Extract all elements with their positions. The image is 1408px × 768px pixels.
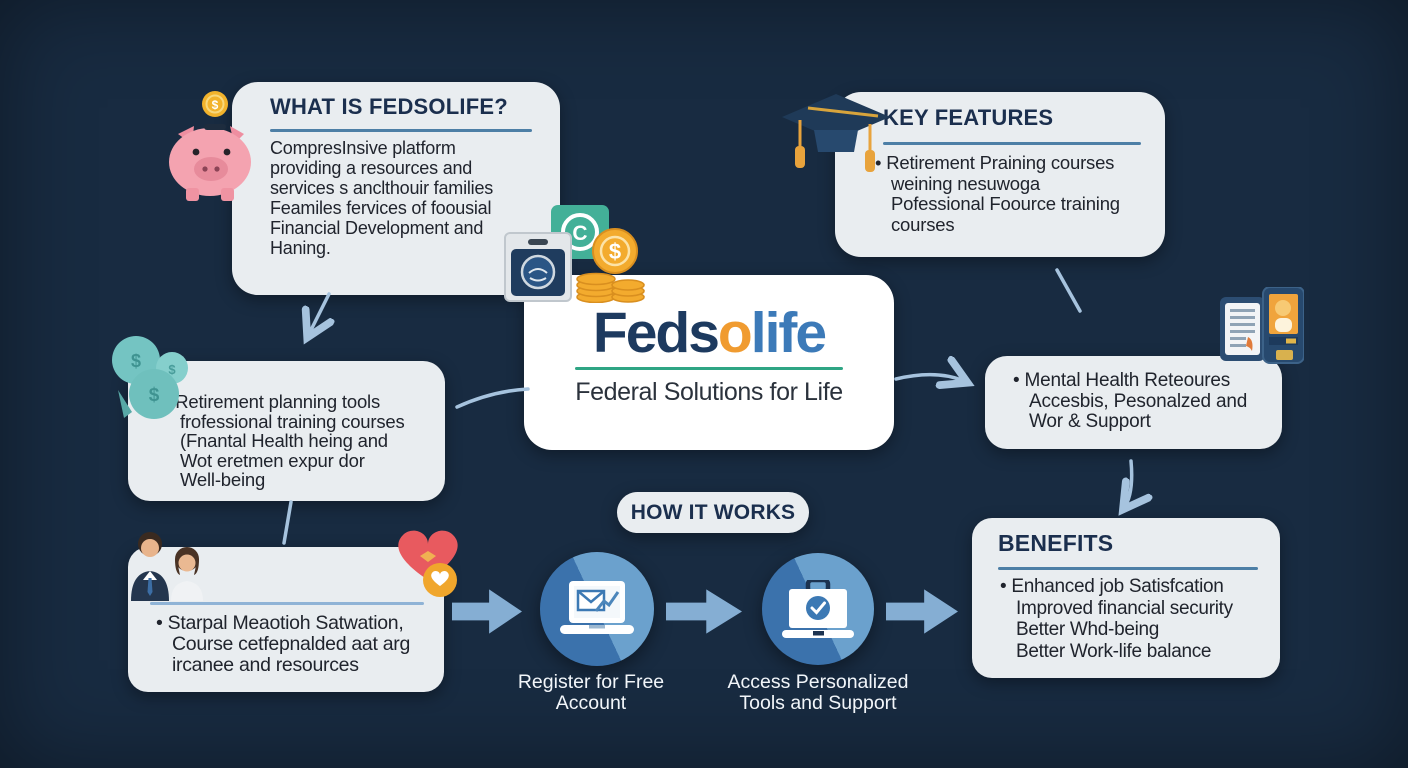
step-register-label: Register for Free Account — [517, 671, 665, 714]
key-features-box: KEY FEATURES • Retirement Praining cours… — [835, 92, 1165, 257]
benefits-underline — [998, 567, 1258, 570]
text-line: Better Work-life balance — [1016, 640, 1212, 662]
svg-text:$: $ — [168, 362, 176, 377]
step-register-circle — [540, 552, 654, 666]
step-access-circle — [762, 553, 874, 665]
piggy-bank-icon: $ — [169, 91, 251, 201]
text-line: weining nesuwoga — [891, 172, 1041, 194]
text-line: Better Whd-being — [1016, 619, 1160, 640]
text-line: Course cetfepnalded aat arg — [172, 633, 410, 655]
brand-o: o — [717, 301, 753, 365]
text-line: Pofessional Foource training — [891, 193, 1120, 214]
clipboard-phone-icon — [1220, 287, 1304, 364]
svg-text:C: C — [572, 222, 587, 245]
brand-life: life — [750, 301, 827, 365]
brand-divider — [575, 367, 843, 370]
what-box-title: WHAT IS FEDSOLIFE? — [270, 94, 508, 119]
what-is-fedsolife-box: WHAT IS FEDSOLIFE? CompresInsive platfor… — [232, 82, 560, 295]
graduation-cap-icon — [782, 94, 890, 172]
line-services-to-support — [282, 500, 293, 545]
brand-feds: Feds — [592, 301, 720, 365]
text-line: Wor & Support — [1029, 411, 1151, 432]
logo-box: Fedsolife Federal Solutions for Life — [524, 275, 894, 450]
text-line: courses — [891, 213, 955, 235]
support-resources-text: • Starpal Meaotioh Satwation,Course cetf… — [156, 613, 410, 676]
arrow-mental-to-benefits — [1124, 459, 1132, 508]
how-it-works-label: HOW IT WORKS — [630, 500, 796, 524]
text-line: providing a resources and — [270, 158, 473, 178]
text-line: (Fnantal Health heing and — [180, 430, 388, 451]
text-line: CompresInsive platform — [270, 138, 456, 158]
money-bags-icon: $ $ $ — [112, 336, 188, 419]
text-line: Well-being — [180, 469, 266, 490]
svg-text:$: $ — [212, 98, 219, 112]
heart-ring-icon — [398, 530, 458, 597]
text-line: services s anclthouir families — [270, 178, 494, 198]
text-line: Financial Development and — [270, 218, 484, 238]
text-line: Wot eretmen expur dor — [180, 449, 365, 471]
svg-text:$: $ — [131, 351, 141, 371]
arrow-logo-to-mental — [894, 375, 966, 382]
text-line: ircanee and resources — [172, 654, 359, 676]
how-it-works-pill: HOW IT WORKS — [617, 492, 809, 533]
line-services-to-logo — [455, 387, 530, 409]
brand-tagline: Federal Solutions for Life — [575, 378, 843, 406]
brand-wordmark: Fedsolife — [524, 303, 894, 363]
text-line: Improved financial security — [1016, 597, 1233, 619]
svg-text:$: $ — [609, 239, 621, 264]
flow-arrow-icon — [666, 589, 742, 634]
line-key-to-mental — [1055, 268, 1082, 313]
text-line: • Mental Health Reteoures — [1013, 370, 1231, 391]
step-access-label: Access Personalized Tools and Support — [727, 671, 909, 714]
text-line: • Starpal Meaotioh Satwation, — [156, 612, 404, 634]
flow-arrow-icon — [886, 589, 958, 634]
text-line: • Enhanced job Satisfcation — [1000, 576, 1224, 597]
text-line: frofessional training courses — [180, 410, 405, 432]
text-line: • Retirement Praining courses — [875, 152, 1115, 173]
benefits-title: BENEFITS — [998, 530, 1114, 556]
laptop-mail-icon — [560, 581, 634, 634]
coins-ticket-card-icon: C $ — [504, 205, 645, 303]
support-box-divider — [150, 602, 424, 605]
what-box-underline — [270, 129, 532, 132]
laptop-check-icon — [782, 580, 854, 638]
key-features-underline — [883, 142, 1141, 145]
support-resources-box: • Starpal Meaotioh Satwation,Course cetf… — [128, 547, 444, 692]
family-icon — [131, 532, 203, 601]
text-line: Accesbis, Pesonalzed and — [1029, 390, 1248, 412]
text-line: • Retirement planning tools — [164, 391, 381, 412]
svg-text:$: $ — [149, 385, 160, 406]
key-features-title: KEY FEATURES — [883, 105, 1054, 130]
text-line: Feamiles fervices of foousial — [270, 198, 492, 218]
text-line: Haning. — [270, 238, 331, 258]
arrow-what-to-services — [308, 292, 329, 336]
